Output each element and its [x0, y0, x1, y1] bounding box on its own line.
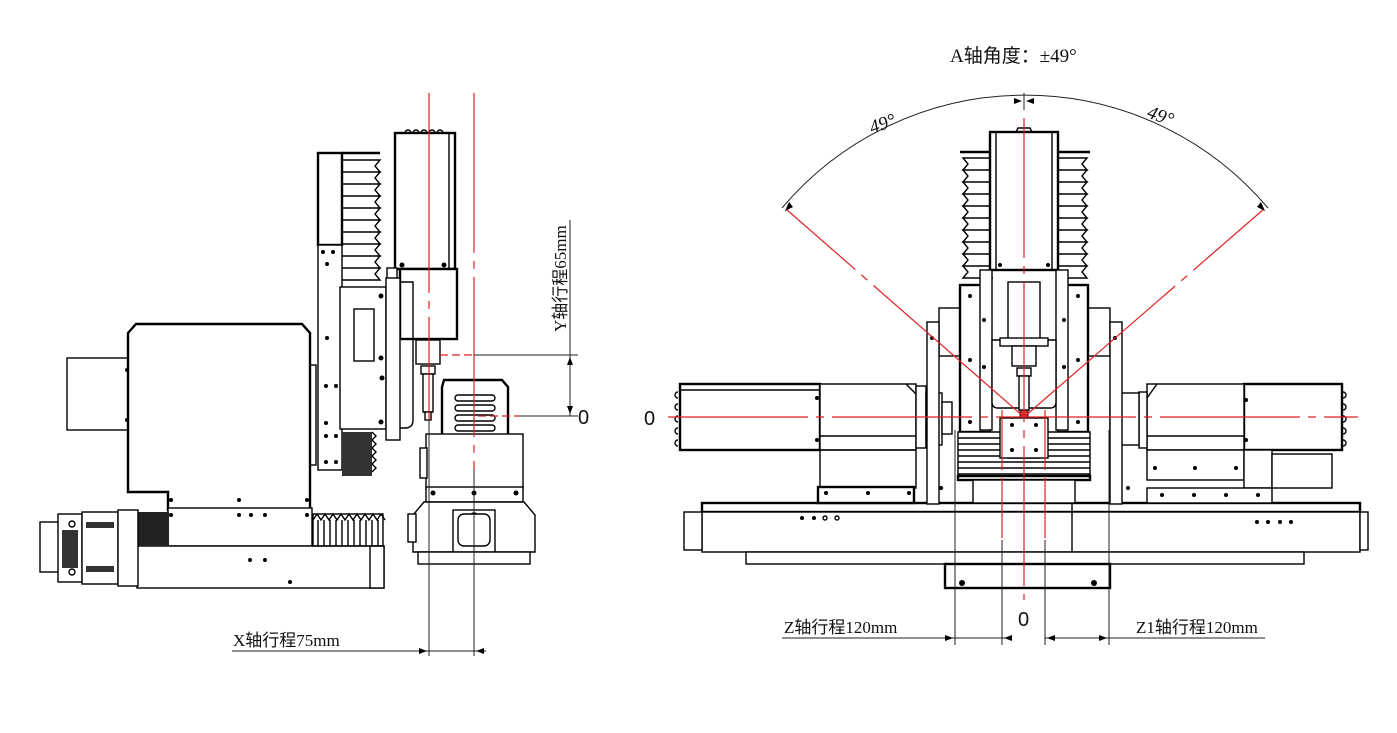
a-axis-title: A轴角度：±49° [950, 45, 1077, 67]
x-axis-servo-motor [39, 509, 139, 587]
right-front-view: 49° 49° A轴角度：±49° 0 0 Z轴行程120mm Z1轴行程120… [644, 45, 1369, 645]
y-axis-column [316, 151, 387, 476]
z-axis-motor-left [674, 382, 953, 505]
y-travel-dimension: Y轴行程65mm 0 [474, 220, 589, 429]
a-angle-left-label: 49° [867, 110, 900, 139]
y-travel-label: Y轴行程65mm [551, 225, 570, 332]
z-travel-label: Z轴行程120mm [784, 618, 897, 637]
a-axis-left-limit [785, 208, 1025, 418]
z1-travel-label: Z1轴行程120mm [1136, 618, 1258, 637]
a-axis-head [926, 127, 1130, 505]
left-side-view: Y轴行程65mm 0 X轴行程75mm [39, 93, 589, 656]
z1-axis-motor-right [1109, 382, 1347, 504]
bottom-zero-label: 0 [1018, 609, 1029, 631]
a-axis-motor-housing [66, 322, 317, 512]
y-zero-label: 0 [578, 407, 589, 429]
z-travel-dimension: Z轴行程120mm [782, 430, 1012, 645]
a-axis-right-limit [1023, 208, 1265, 418]
x-travel-dimension: X轴行程75mm [232, 420, 486, 656]
x-axis-slide [136, 498, 386, 589]
z1-travel-dimension: Z1轴行程120mm [1044, 430, 1265, 645]
a-angle-right-label: 49° [1144, 102, 1177, 131]
machine-base [683, 501, 1369, 590]
x-zero-label: 0 [644, 408, 655, 430]
x-travel-label: X轴行程75mm [233, 631, 340, 650]
